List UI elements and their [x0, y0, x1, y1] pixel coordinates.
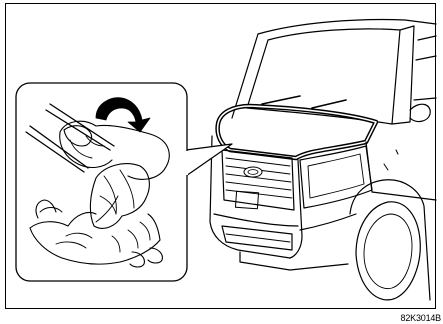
callout-pointer	[186, 144, 232, 176]
figure-code: 82K3014B	[401, 313, 441, 324]
car-front-illustration	[210, 20, 436, 300]
